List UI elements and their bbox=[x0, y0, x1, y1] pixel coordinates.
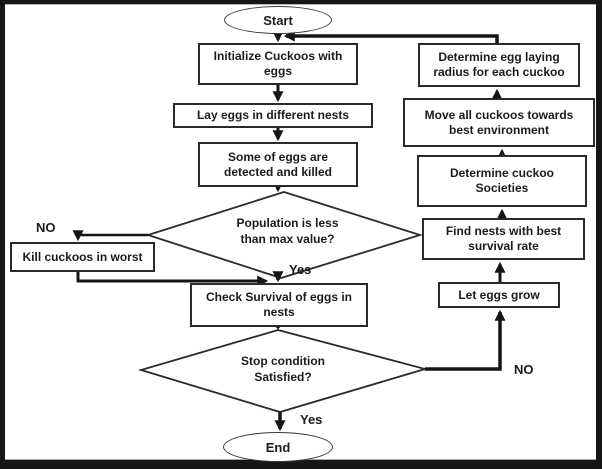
edge-population-no-kill bbox=[72, 230, 148, 242]
process-check-survival: Check Survival of eggs in nests bbox=[190, 283, 368, 327]
process-egg-laying-radius: Determine egg laying radius for each cuc… bbox=[418, 43, 580, 87]
process-initialize-cuckoos: Initialize Cuckoos with eggs bbox=[198, 43, 358, 85]
edge-stop-no-grow bbox=[425, 309, 506, 371]
edge-radius-feedback-init bbox=[283, 30, 499, 43]
process-kill-cuckoos: Kill cuckoos in worst bbox=[10, 242, 155, 272]
terminator-start: Start bbox=[224, 6, 332, 34]
process-let-eggs-grow: Let eggs grow bbox=[438, 282, 560, 308]
branch-label-yes-bottom: Yes bbox=[300, 412, 323, 427]
process-cuckoo-societies: Determine cuckoo Societies bbox=[417, 155, 587, 207]
process-move-cuckoos: Move all cuckoos towards best environmen… bbox=[403, 98, 595, 147]
terminator-end: End bbox=[223, 432, 333, 462]
edge-kill-return bbox=[76, 272, 269, 287]
process-lay-eggs: Lay eggs in different nests bbox=[173, 103, 373, 128]
process-find-nests: Find nests with best survival rate bbox=[422, 218, 585, 260]
branch-label-yes-mid: Yes bbox=[289, 262, 312, 277]
decision-population-label: Population is less than max value? bbox=[236, 216, 339, 246]
process-eggs-detected: Some of eggs are detected and killed bbox=[198, 142, 358, 187]
decision-stop-label: Stop condition Satisfied? bbox=[241, 354, 325, 384]
branch-label-no-left: NO bbox=[36, 220, 56, 235]
branch-label-no-right: NO bbox=[514, 362, 534, 377]
